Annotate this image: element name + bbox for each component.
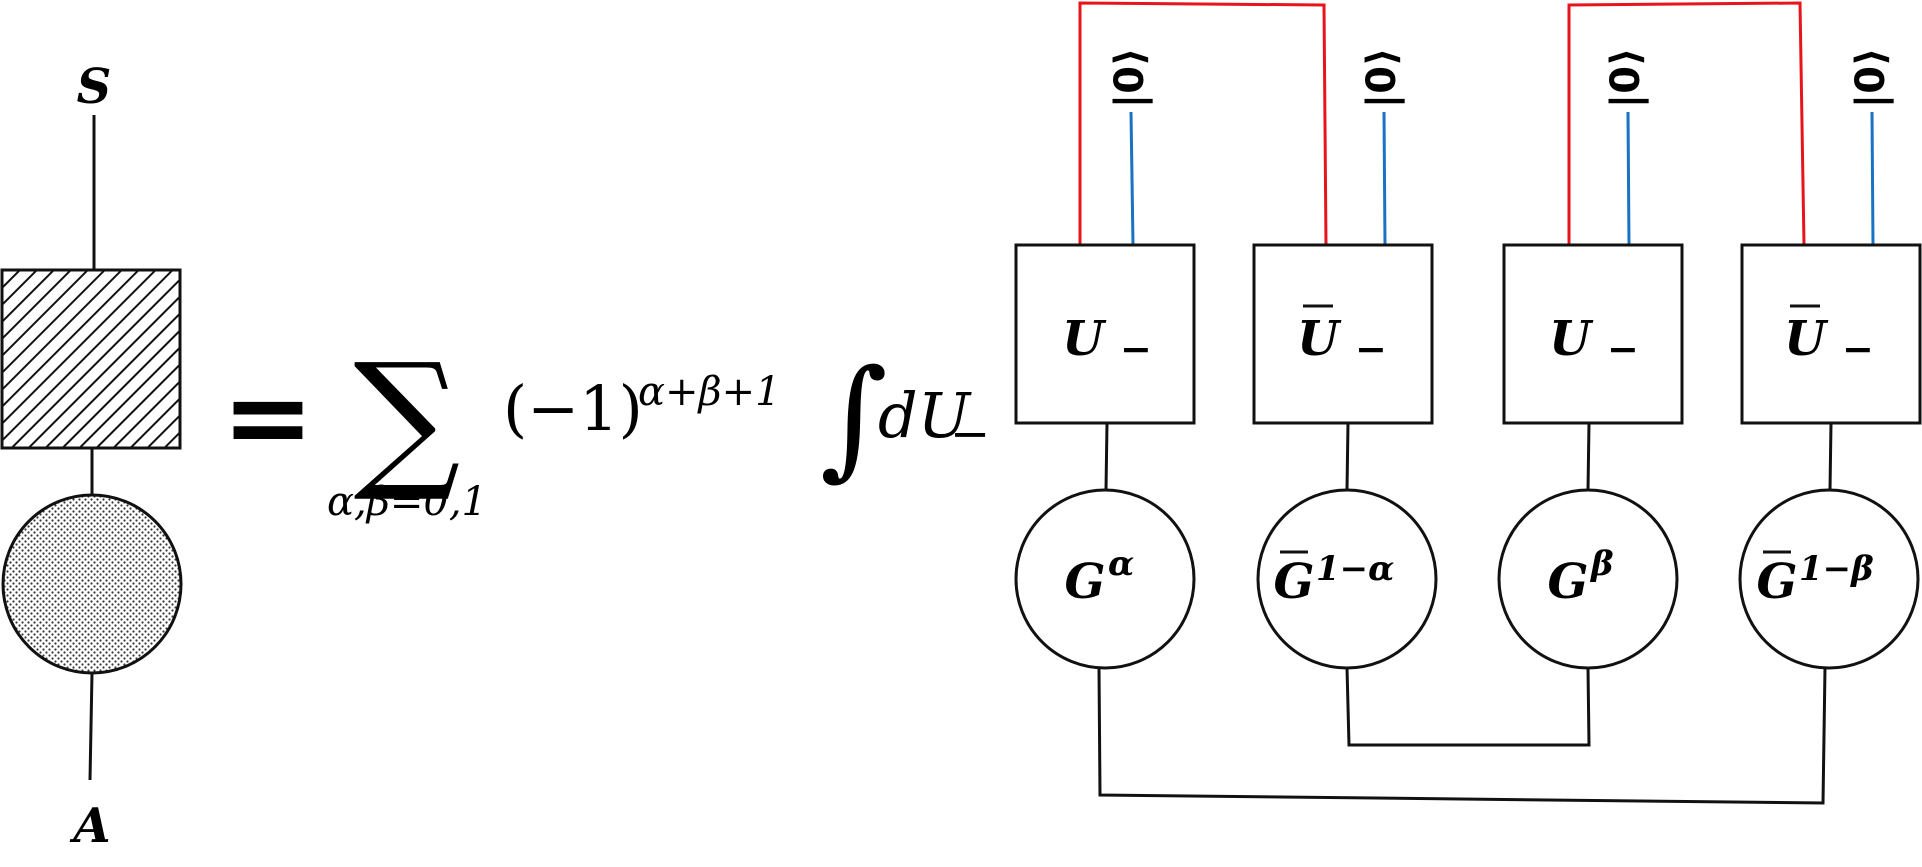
inner-contraction (1345, 667, 1591, 747)
ubar-box-4 (1740, 243, 1922, 425)
sign-factor: (−1) (503, 372, 643, 445)
sign-exponent: α+β+1 (638, 369, 781, 415)
equals-sign: = (222, 353, 314, 481)
ket-labels: |0⟩ |0⟩ |0⟩ |0⟩ (1107, 48, 1895, 109)
red-wire-pair-1 (1078, 1, 1328, 246)
g-circle-1-letter: G (1065, 554, 1106, 610)
integrand: dU (878, 379, 972, 452)
ket-label-4: |0⟩ (1848, 48, 1895, 109)
u-box-3-sub: − (1607, 326, 1639, 371)
ubar-box-4-sub: − (1842, 326, 1874, 371)
blue-wire-3 (1626, 111, 1631, 246)
left-composite-tensor: S A (0, 59, 183, 854)
gbar-circle-2-letter: G (1274, 554, 1315, 610)
g-circle-1-sup: α (1108, 544, 1134, 584)
red-contraction-wires (1078, 1, 1806, 246)
ubar-box-2 (1252, 243, 1434, 425)
sum-subscript: α,β=0,1 (327, 479, 487, 525)
gbar-circle-4-letter: G (1757, 554, 1798, 610)
label-s: S (77, 59, 112, 115)
integrand-subscript: − (950, 406, 990, 462)
g-circle-3-sup: β (1589, 544, 1614, 584)
label-a: A (69, 798, 110, 854)
bottom-leg (88, 672, 94, 781)
blue-wire-1 (1129, 111, 1135, 246)
u-box-3 (1502, 243, 1684, 425)
g-circle-3-letter: G (1548, 554, 1589, 610)
leg-1 (1104, 422, 1109, 491)
gbar-circle-4-sup: 1−β (1799, 549, 1874, 589)
blue-wire-2 (1382, 111, 1387, 246)
outer-contraction (1097, 667, 1827, 805)
blue-wire-4 (1870, 111, 1875, 246)
bottom-contractions (1097, 667, 1827, 805)
sum-symbol: ∑ (353, 332, 460, 506)
u-box-1 (1014, 243, 1196, 425)
blue-ket-wires (1129, 111, 1875, 246)
hatched-square-tensor (0, 268, 182, 450)
box-circle-legs (1104, 422, 1833, 491)
gbar-circle-2-sup: 1−α (1316, 549, 1394, 589)
ubar-box-2-letter: U (1297, 311, 1342, 367)
ubar-box-4-letter: U (1784, 311, 1829, 367)
leg-3 (1586, 422, 1591, 491)
integral-symbol: ∫ (820, 341, 888, 493)
red-wire-pair-2 (1567, 1, 1806, 246)
gbar-circle-4 (1738, 488, 1920, 670)
ket-label-2: |0⟩ (1359, 48, 1406, 109)
leg-4 (1828, 422, 1833, 491)
ket-label-1: |0⟩ (1107, 48, 1154, 109)
u-box-3-letter: U (1549, 311, 1594, 367)
u-box-1-sub: − (1120, 326, 1152, 371)
g-circles: G α G 1−α G β G 1−β (1014, 488, 1920, 670)
ubar-box-2-sub: − (1355, 326, 1387, 371)
ket-label-3: |0⟩ (1603, 48, 1650, 109)
g-circle-1 (1014, 488, 1196, 670)
u-box-1-letter: U (1062, 311, 1107, 367)
equation: = ∑ α,β=0,1 (−1) α+β+1 ∫ dU − (222, 332, 990, 525)
leg-2 (1345, 422, 1350, 491)
dotted-circle-tensor (1, 493, 183, 675)
u-boxes: U − U − U − U − (1014, 243, 1922, 425)
